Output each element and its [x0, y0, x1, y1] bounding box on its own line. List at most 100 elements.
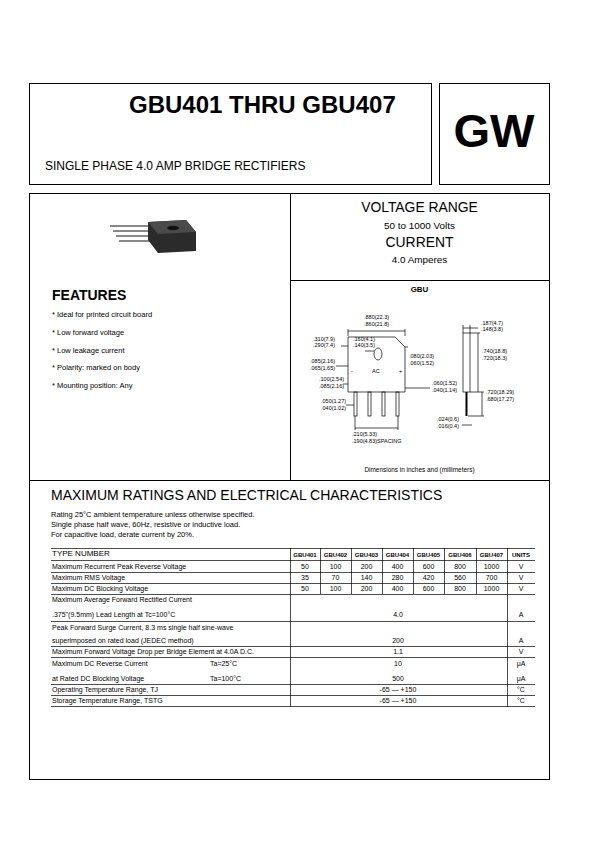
- dimension-label: .860(21.8): [364, 322, 389, 328]
- table-cell: UNITS: [512, 552, 530, 558]
- frame-lines: [30, 84, 550, 780]
- dimension-label: +: [399, 369, 402, 375]
- table-cell: 1000: [484, 563, 500, 570]
- table-cell: GBU402: [324, 552, 347, 558]
- heading-text: VOLTAGE RANGE: [290, 200, 549, 215]
- dimension-label: .880(22.3): [364, 315, 389, 321]
- features-panel: FEATURES * Ideal for printed circuit boar…: [29, 280, 290, 480]
- table-cell: 200: [361, 563, 373, 570]
- table-cell: Peak Forward Surge Current, 8.3 ms singl…: [52, 624, 233, 631]
- table-cell: -65 — +150: [380, 686, 417, 693]
- table-cell: Maximum Average Forward Rectified Curren…: [52, 596, 192, 603]
- table-cell: A: [519, 611, 524, 618]
- table-cell: V: [519, 648, 524, 655]
- table-cell: 600: [423, 585, 435, 592]
- table-cell: Maximum Forward Voltage Drop per Bridge …: [52, 648, 254, 655]
- table-grid: [51, 548, 535, 707]
- table-cell: 200: [361, 585, 373, 592]
- bridge-photo: [110, 220, 196, 253]
- table-cell: V: [519, 563, 524, 570]
- table-cell: TYPE NUMBER: [52, 550, 110, 558]
- heading-text: FEATURES: [52, 288, 126, 303]
- table-cell: 100: [330, 585, 342, 592]
- table-cell: Maximum DC Blocking Voltage: [52, 585, 148, 592]
- table-cell: Maximum RMS Voltage: [52, 574, 125, 581]
- dimension-label: .085(2.16): [319, 384, 344, 390]
- table-cell: 35: [301, 574, 309, 581]
- dimension-label: .060(1.52): [432, 381, 457, 387]
- body-text: SINGLE PHASE 4.0 AMP BRIDGE RECTIFIERS: [45, 160, 306, 173]
- dimension-label: .040(1.02): [321, 406, 346, 412]
- table-cell: GBU401: [293, 552, 316, 558]
- dimension-label: .210(5.33): [352, 432, 377, 438]
- heading-text: GBU: [290, 286, 549, 295]
- dimension-label: -: [351, 369, 353, 375]
- dimension-label: .050(1.27): [321, 399, 346, 405]
- table-cell: GBU406: [448, 552, 471, 558]
- body-text: * Polarity: marked on body: [52, 364, 140, 372]
- body-text: Rating 25°C ambient temperature unless o…: [51, 511, 255, 519]
- body-text: * Ideal for printed circuit board: [52, 311, 152, 319]
- table-cell: -65 — +150: [380, 697, 417, 704]
- table-cell: Maximum Recurrent Peak Reverse Voltage: [52, 563, 186, 570]
- table-cell: .375"(9.5mm) Lead Length at Tc=100°C: [52, 611, 175, 618]
- dimension-label: .065(1.65): [310, 366, 335, 372]
- title-box: GBU401 THRU GBU407SINGLE PHASE 4.0 AMP B…: [29, 83, 431, 184]
- table-cell: 1.1: [393, 648, 403, 655]
- dimension-label: .040(1.14): [432, 388, 457, 394]
- body-text: * Low leakage current: [52, 347, 125, 355]
- table-cell: 800: [454, 585, 466, 592]
- table-cell: μA: [517, 675, 526, 682]
- table-cell: 560: [454, 574, 466, 581]
- table-cell: 50: [301, 585, 309, 592]
- table-cell: GBU404: [386, 552, 409, 558]
- dimension-label: .085(2.16): [310, 359, 335, 365]
- table-cell: Ta=100°C: [210, 675, 241, 682]
- dimension-label: .720(18.29): [486, 390, 514, 396]
- table-cell: 500: [392, 675, 404, 682]
- body-text: * Low forward voltage: [52, 329, 124, 337]
- heading-text: GW: [439, 105, 549, 157]
- table-cell: 140: [361, 574, 373, 581]
- dimension-label: .160(4.1): [353, 337, 375, 343]
- dimension-label: .024(0.6): [437, 417, 459, 423]
- body-text: * Mounting position: Any: [52, 382, 132, 390]
- table-cell: 280: [392, 574, 404, 581]
- dimension-label: .100(2.54): [319, 377, 344, 383]
- body-text: For capacitive load, derate current by 2…: [51, 531, 194, 539]
- dimension-label: .016(0.4): [437, 424, 459, 430]
- table-cell: Ta=25°C: [210, 660, 237, 667]
- dimension-label: .187(4.7): [481, 321, 503, 327]
- table-cell: 400: [392, 585, 404, 592]
- table-cell: GBU407: [480, 552, 503, 558]
- dimension-label: .680(17.27): [486, 397, 514, 403]
- table-cell: 100: [330, 563, 342, 570]
- table-cell: 200: [392, 637, 404, 644]
- body-text: Single phase half wave, 60Hz, resistive …: [51, 521, 240, 529]
- table-cell: 4.0: [393, 611, 403, 618]
- dimension-label: .310(7.9): [313, 337, 335, 343]
- table-cell: 420: [423, 574, 435, 581]
- heading-text: GBU401 THRU GBU407: [129, 92, 396, 118]
- dimension-label: .080(2.03): [409, 354, 434, 360]
- dimension-label: .190(4.83)SPACING: [352, 439, 401, 445]
- table-cell: Maximum DC Reverse Current: [52, 660, 148, 667]
- rating-summary-box: VOLTAGE RANGE50 to 1000 VoltsCURRENT4.0 …: [290, 193, 549, 280]
- body-text: Dimensions in inches and (millimeters): [290, 466, 549, 473]
- heading-text: MAXIMUM RATINGS AND ELECTRICAL CHARACTER…: [51, 488, 442, 503]
- table-cell: 700: [486, 574, 498, 581]
- table-cell: 10: [394, 660, 402, 667]
- table-cell: Operating Temperature Range, TJ: [52, 686, 158, 693]
- table-cell: °C: [517, 697, 525, 704]
- table-cell: Storage Temperature Range, TSTG: [52, 697, 163, 704]
- logo-box: GW: [439, 83, 549, 184]
- body-text: 4.0 Amperes: [290, 255, 549, 266]
- table-cell: GBU403: [355, 552, 378, 558]
- table-cell: GBU405: [417, 552, 440, 558]
- dimension-label: .290(7.4): [313, 343, 335, 349]
- dimension-label: .060(1.52): [409, 361, 434, 367]
- table-cell: superimposed on rated load (JEDEC method…: [52, 637, 194, 644]
- outline-drawing: [336, 325, 484, 430]
- dimension-label: AC: [372, 369, 380, 375]
- table-cell: 50: [301, 563, 309, 570]
